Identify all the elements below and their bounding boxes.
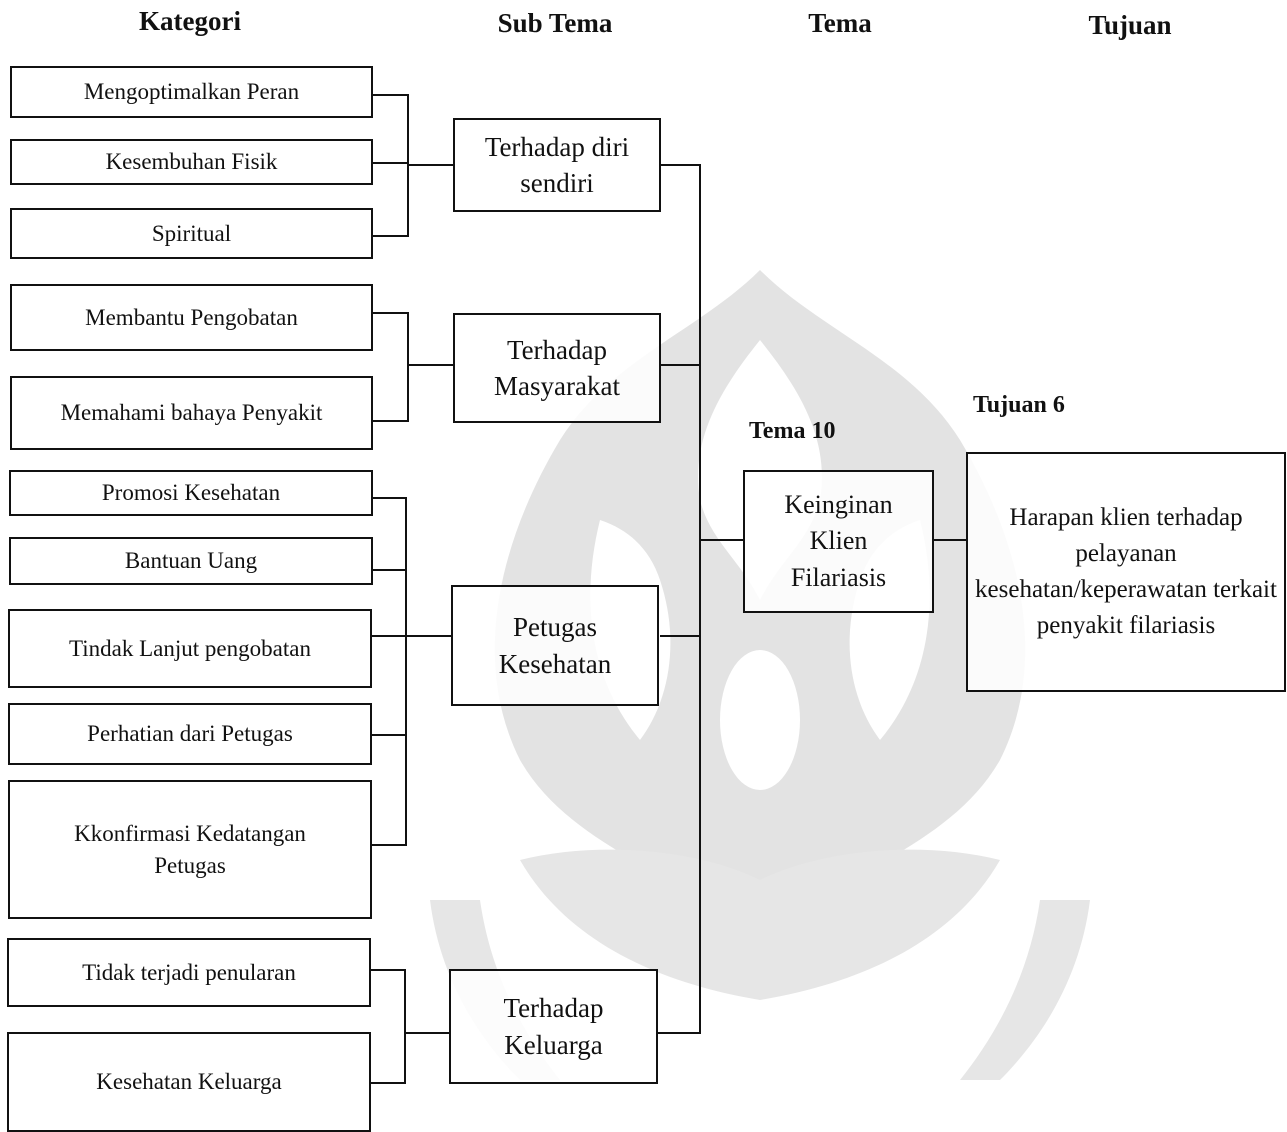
category-box: Kesehatan Keluarga	[7, 1032, 371, 1132]
category-box: Kesembuhan Fisik	[10, 139, 373, 185]
category-box: Spiritual	[10, 208, 373, 259]
subtheme-label: Terhadap Masyarakat	[494, 334, 620, 401]
category-box: Perhatian dari Petugas	[8, 703, 372, 765]
connector-group-3	[372, 497, 453, 846]
category-label: Spiritual	[151, 220, 232, 246]
goal-box: Harapan klien terhadap pelayanan kesehat…	[966, 452, 1286, 692]
category-box: Promosi Kesehatan	[9, 470, 373, 516]
subtheme-box: Petugas Kesehatan	[451, 585, 659, 706]
category-label: Tidak terjadi penularan	[82, 959, 296, 985]
subtheme-label: Terhadap Keluarga	[503, 993, 604, 1060]
subtheme-label: Terhadap diri sendiri	[484, 131, 630, 198]
header-kategori: Kategori	[139, 6, 241, 36]
category-box: Tidak terjadi penularan	[7, 938, 371, 1007]
subtheme-box: Terhadap Masyarakat	[453, 313, 661, 423]
category-box: Kkonfirmasi Kedatangan Petugas	[8, 780, 372, 919]
category-label: Membantu Pengobatan	[85, 304, 298, 330]
category-box: Mengoptimalkan Peran	[10, 66, 373, 118]
category-label: Bantuan Uang	[124, 548, 258, 574]
category-label: Kkonfirmasi Kedatangan Petugas	[74, 821, 306, 878]
category-label: Promosi Kesehatan	[101, 480, 281, 506]
header-tema: Tema	[808, 8, 872, 38]
category-label: Mengoptimalkan Peran	[83, 79, 300, 105]
subtheme-label: Petugas Kesehatan	[498, 612, 612, 679]
header-sub-tema: Sub Tema	[497, 8, 613, 38]
category-label: Kesembuhan Fisik	[105, 149, 278, 175]
tujuan-6-label: Tujuan 6	[973, 392, 1065, 418]
header-tujuan: Tujuan	[1088, 10, 1172, 40]
category-label: Perhatian dari Petugas	[87, 721, 293, 747]
category-box: Memahami bahaya Penyakit	[10, 376, 373, 450]
subtheme-box: Terhadap diri sendiri	[453, 118, 661, 212]
connector-subtheme-to-theme	[658, 164, 743, 1034]
theme-box: Keinginan Klien Filariasis	[743, 470, 934, 613]
goal-label: Harapan klien terhadap pelayanan kesehat…	[975, 503, 1277, 640]
category-box: Bantuan Uang	[9, 537, 373, 585]
category-box: Membantu Pengobatan	[10, 284, 373, 351]
category-label: Memahami bahaya Penyakit	[60, 400, 323, 426]
category-box: Tindak Lanjut pengobatan	[8, 609, 372, 688]
category-label: Kesehatan Keluarga	[96, 1069, 282, 1095]
connector-group-2	[372, 312, 453, 422]
theme-label: Keinginan Klien Filariasis	[784, 489, 893, 592]
category-label: Tindak Lanjut pengobatan	[69, 635, 311, 661]
connector-group-1	[372, 94, 453, 237]
tema-10-label: Tema 10	[749, 418, 836, 444]
subtheme-box: Terhadap Keluarga	[449, 969, 658, 1084]
connector-group-4	[370, 969, 450, 1084]
